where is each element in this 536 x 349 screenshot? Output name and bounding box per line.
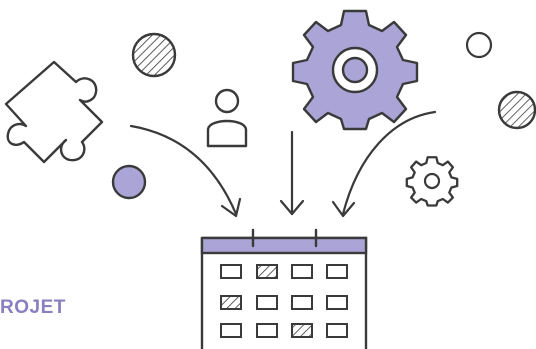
small-gear-icon <box>405 156 459 207</box>
large-gear-icon <box>291 9 419 131</box>
straight-arrow-icon-center <box>279 130 305 216</box>
curved-arrow-icon-right <box>331 110 437 218</box>
hatched-circle-icon <box>131 32 177 78</box>
person-icon <box>206 88 248 148</box>
puzzle-piece-icon <box>4 60 104 164</box>
hatched-circle-icon-right <box>497 90 536 130</box>
outline-circle-icon <box>465 31 493 59</box>
calendar-icon <box>200 228 368 349</box>
caption-text: ROJET <box>0 297 66 318</box>
curved-arrow-icon-left <box>129 124 242 218</box>
purple-dot-icon <box>111 164 147 200</box>
